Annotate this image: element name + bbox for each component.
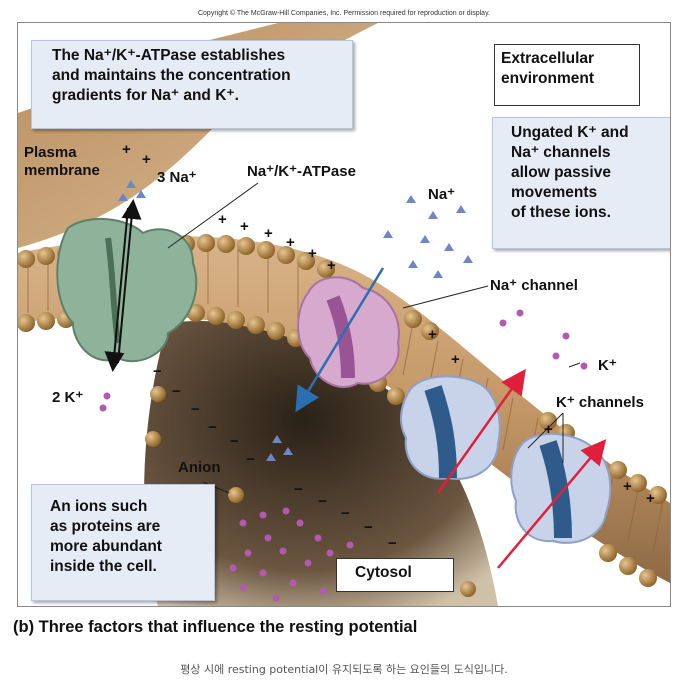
copyright-notice: Copyright © The McGraw-Hill Companies, I… bbox=[197, 10, 490, 17]
k-flow-arrow-1 bbox=[436, 368, 526, 494]
membrane-inner-surface bbox=[144, 321, 499, 606]
na-ions bbox=[118, 180, 473, 461]
two-k-label: 2 K⁺ bbox=[52, 389, 84, 406]
charge-plus: + bbox=[646, 490, 655, 507]
membrane-illustration bbox=[18, 23, 670, 606]
charge-minus: − bbox=[318, 493, 327, 510]
charge-minus: − bbox=[208, 419, 217, 436]
figure-caption: (b) Three factors that influence the res… bbox=[13, 618, 418, 636]
charge-plus: + bbox=[451, 351, 460, 368]
ungated-channels-callout: Ungated K⁺ and Na⁺ channels allow passiv… bbox=[492, 117, 670, 249]
charge-plus: + bbox=[623, 478, 632, 495]
charge-minus: − bbox=[364, 519, 373, 536]
atpase-na-arrow bbox=[117, 199, 142, 364]
charge-minus: − bbox=[246, 451, 255, 468]
charge-plus: + bbox=[122, 141, 131, 158]
anions bbox=[145, 386, 476, 597]
charge-plus: + bbox=[327, 257, 336, 274]
charge-minus: − bbox=[172, 383, 181, 400]
charge-plus: + bbox=[286, 234, 295, 251]
na-channel-label: Na⁺ channel bbox=[490, 277, 578, 294]
charge-plus: + bbox=[264, 225, 273, 242]
three-na-label: 3 Na⁺ bbox=[157, 169, 197, 186]
plasma-membrane-label: Plasma membrane bbox=[24, 144, 100, 179]
charge-plus: + bbox=[218, 211, 227, 228]
charge-plus: + bbox=[308, 245, 317, 262]
anion-label: Anion bbox=[178, 459, 221, 476]
k-channel-protein-1 bbox=[400, 375, 501, 480]
membrane-figure: + + + + + + + + + + + + + − − − − − − − … bbox=[17, 22, 671, 607]
charge-plus: + bbox=[428, 326, 437, 343]
na-k-atpase-label: Na⁺/K⁺-ATPase bbox=[247, 163, 356, 180]
charge-plus: + bbox=[240, 218, 249, 235]
atpase-info-callout: The Na⁺/K⁺-ATPase establishes and mainta… bbox=[31, 40, 353, 129]
na-flow-arrow bbox=[295, 267, 385, 413]
atpase-k-arrow bbox=[104, 207, 129, 372]
cytosol-label-box: Cytosol bbox=[336, 558, 454, 592]
charge-minus: − bbox=[230, 433, 239, 450]
charge-plus: + bbox=[142, 151, 151, 168]
k-channels-label: K⁺ channels bbox=[556, 394, 644, 411]
extracellular-label-box: Extracellular environment bbox=[494, 44, 640, 106]
leader-lines bbox=[167, 182, 581, 494]
k-ion-label: K⁺ bbox=[598, 357, 617, 374]
charge-minus: − bbox=[153, 363, 162, 380]
charge-minus: − bbox=[388, 535, 397, 552]
na-channel-protein bbox=[297, 276, 400, 388]
na-ion-label: Na⁺ bbox=[428, 186, 456, 203]
charge-minus: − bbox=[341, 505, 350, 522]
k-flow-arrow-2 bbox=[497, 439, 607, 569]
k-ions bbox=[99, 309, 588, 602]
charge-plus: + bbox=[544, 421, 553, 438]
figure-footnote: 평상 시에 resting potential이 유지되도록 하는 요인들의 도… bbox=[180, 663, 508, 676]
charge-minus: − bbox=[294, 481, 303, 498]
anion-info-callout: An ions such as proteins are more abunda… bbox=[31, 484, 215, 601]
charge-minus: − bbox=[191, 401, 200, 418]
